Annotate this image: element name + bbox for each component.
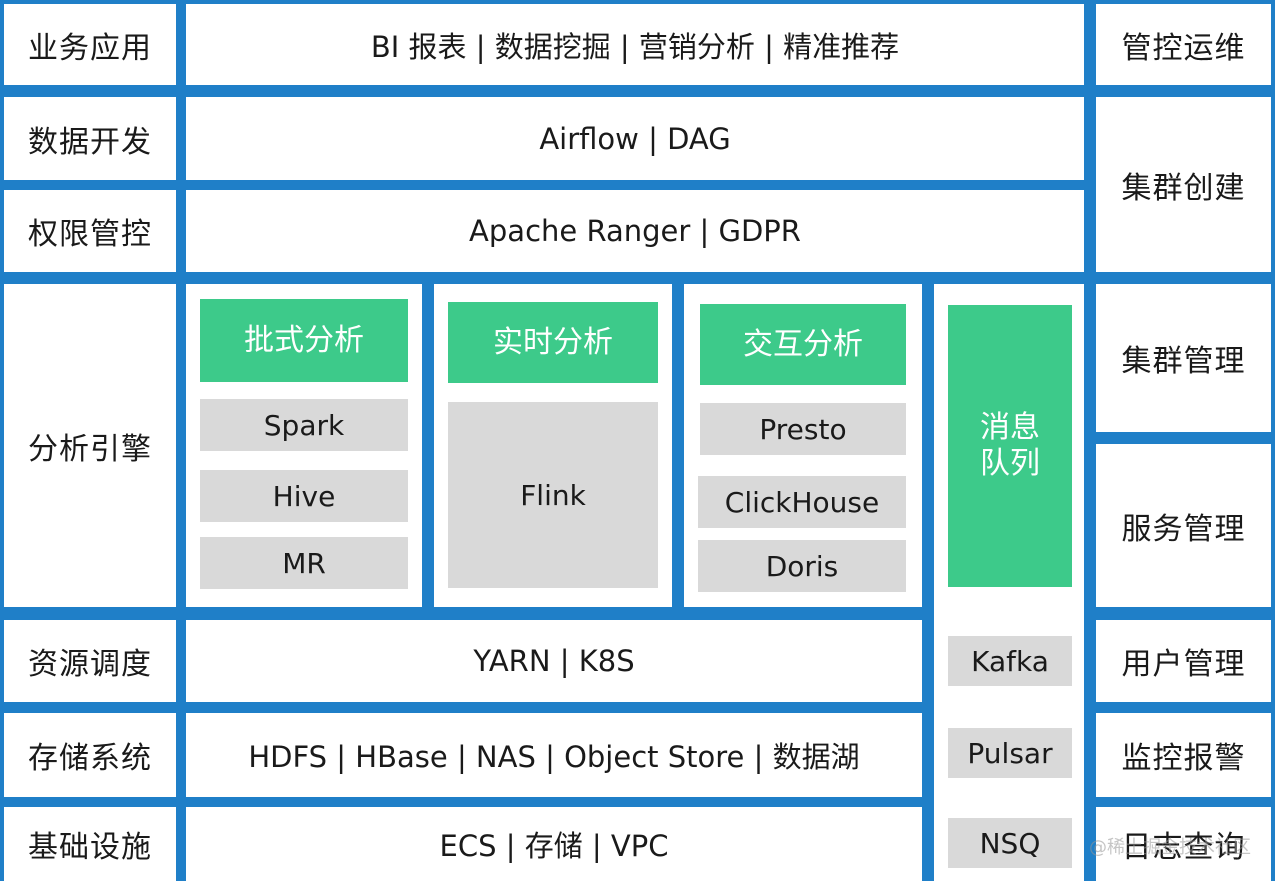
ops-log-query: 日志查询 bbox=[1096, 807, 1271, 881]
dev-row: Airflow | DAG bbox=[186, 97, 1084, 180]
engine-item-hive: Hive bbox=[200, 470, 408, 522]
ops-label: 管控运维 bbox=[1096, 4, 1271, 85]
realtime-engine-title: 实时分析 bbox=[448, 302, 658, 383]
auth-row: Apache Ranger | GDPR bbox=[186, 190, 1084, 272]
engine-item-flink: Flink bbox=[448, 402, 658, 588]
engine-item-spark: Spark bbox=[200, 399, 408, 451]
engine-item-clickhouse: ClickHouse bbox=[698, 476, 906, 528]
engine-item-doris: Doris bbox=[698, 540, 906, 592]
storage-row: HDFS | HBase | NAS | Object Store | 数据湖 bbox=[186, 713, 922, 797]
ops-monitor: 监控报警 bbox=[1096, 713, 1271, 797]
engine-item-mr: MR bbox=[200, 537, 408, 589]
ops-cluster-create: 集群创建 bbox=[1096, 97, 1271, 272]
infra-row: ECS | 存储 | VPC bbox=[186, 807, 922, 881]
mq-item-pulsar: Pulsar bbox=[948, 728, 1072, 778]
layer-label-business: 业务应用 bbox=[4, 4, 176, 85]
layer-label-infra: 基础设施 bbox=[4, 807, 176, 881]
resource-row: YARN | K8S bbox=[186, 620, 922, 702]
mq-item-kafka: Kafka bbox=[948, 636, 1072, 686]
business-row: BI 报表 | 数据挖掘 | 营销分析 | 精准推荐 bbox=[186, 4, 1084, 85]
mq-title: 消息 队列 bbox=[948, 305, 1072, 587]
engine-item-presto: Presto bbox=[700, 403, 906, 455]
ops-user-manage: 用户管理 bbox=[1096, 620, 1271, 702]
layer-label-resource: 资源调度 bbox=[4, 620, 176, 702]
layer-label-storage: 存储系统 bbox=[4, 713, 176, 797]
layer-label-dev: 数据开发 bbox=[4, 97, 176, 180]
batch-engine-title: 批式分析 bbox=[200, 299, 408, 382]
ops-service-manage: 服务管理 bbox=[1096, 444, 1271, 607]
mq-title-line2: 队列 bbox=[980, 446, 1040, 481]
layer-label-engine: 分析引擎 bbox=[4, 284, 176, 607]
ops-cluster-manage: 集群管理 bbox=[1096, 284, 1271, 432]
layer-label-auth: 权限管控 bbox=[4, 190, 176, 272]
mq-item-nsq: NSQ bbox=[948, 818, 1072, 868]
interactive-engine-title: 交互分析 bbox=[700, 304, 906, 385]
mq-title-line1: 消息 bbox=[980, 410, 1040, 445]
